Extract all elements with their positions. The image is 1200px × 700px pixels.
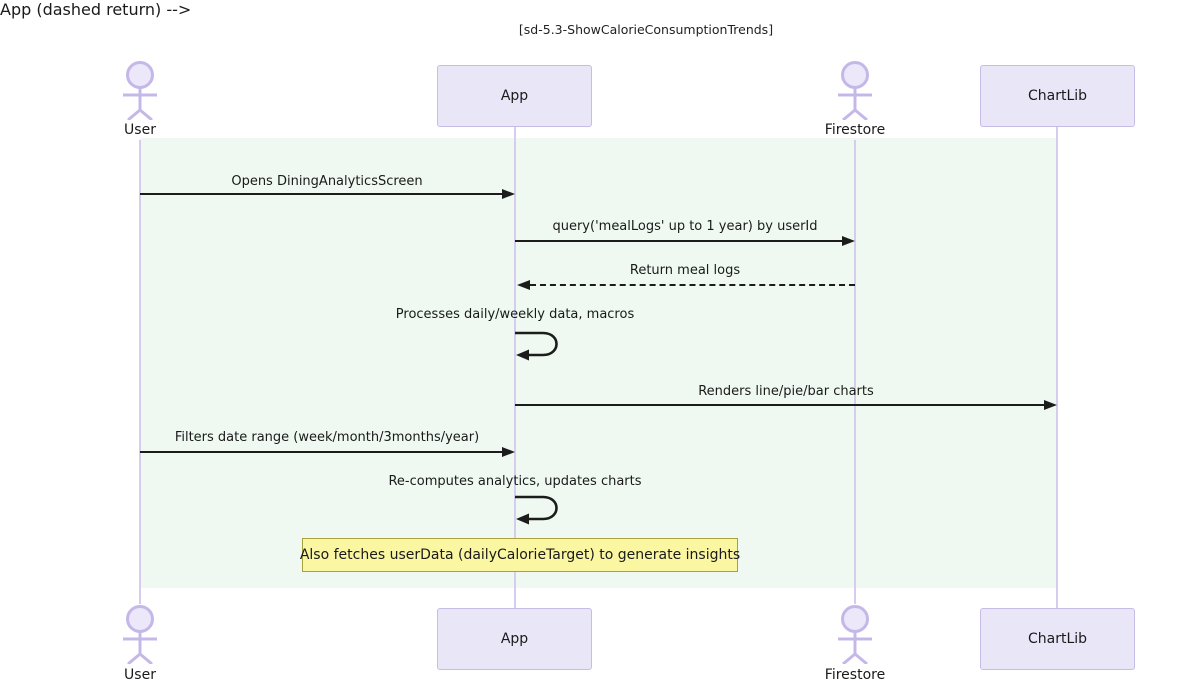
arrowhead-right-icon [1044,400,1057,410]
arrowhead-right-icon [842,236,855,246]
user-stick-figure-icon [123,605,157,664]
arrowhead-right-icon [502,189,515,199]
participant-label-user-bottom: User [124,667,156,683]
diagram-title: [sd-5.3-ShowCalorieConsumptionTrends] [518,22,774,37]
participant-box-chartlib-top: ChartLib [980,65,1135,127]
message-label-processes-data: Processes daily/weekly data, macros [395,307,635,322]
message-label-opens-screen: Opens DiningAnalyticsScreen [231,174,423,189]
participant-label-firestore-bottom: Firestore [824,667,886,683]
message-line-return-meal-logs [530,284,855,286]
message-line-renders-charts [515,404,1044,406]
firestore-stick-figure-icon [838,605,872,664]
participant-box-chartlib-bottom: ChartLib [980,608,1135,670]
message-line-opens-screen [140,193,502,195]
participant-box-app-bottom: App [437,608,592,670]
message-label-recomputes: Re-computes analytics, updates charts [388,474,642,489]
message-label-return-meal-logs: Return meal logs [629,263,741,278]
interaction-region [140,138,1056,588]
note-text: Also fetches userData (dailyCalorieTarge… [299,547,741,563]
participant-box-app-top: App [437,65,592,127]
participant-label-chartlib-top: ChartLib [1027,88,1088,104]
participant-label-chartlib-bottom: ChartLib [1027,631,1088,647]
arrowhead-left-icon [517,280,530,290]
message-label-filters-range: Filters date range (week/month/3months/y… [174,430,480,445]
participant-label-app-top: App [500,88,529,104]
message-line-filters-range [140,451,502,453]
user-stick-figure-icon [123,61,157,120]
message-label-renders-charts: Renders line/pie/bar charts [698,384,874,399]
self-loop-arrow-icon [515,331,558,361]
message-label-query-meallogs: query('mealLogs' up to 1 year) by userId [552,219,818,234]
firestore-stick-figure-icon [838,61,872,120]
lifeline-firestore [854,140,856,604]
participant-label-user-top: User [124,122,156,138]
participant-label-firestore-top: Firestore [824,122,886,138]
lifeline-chartlib [1056,127,1058,608]
arrowhead-right-icon [502,447,515,457]
lifeline-app [514,127,516,608]
participant-label-app-bottom: App [500,631,529,647]
lifeline-user [139,140,141,604]
message-line-query-meallogs [515,240,842,242]
self-loop-arrow-icon [515,495,558,525]
note-box: Also fetches userData (dailyCalorieTarge… [299,538,741,572]
